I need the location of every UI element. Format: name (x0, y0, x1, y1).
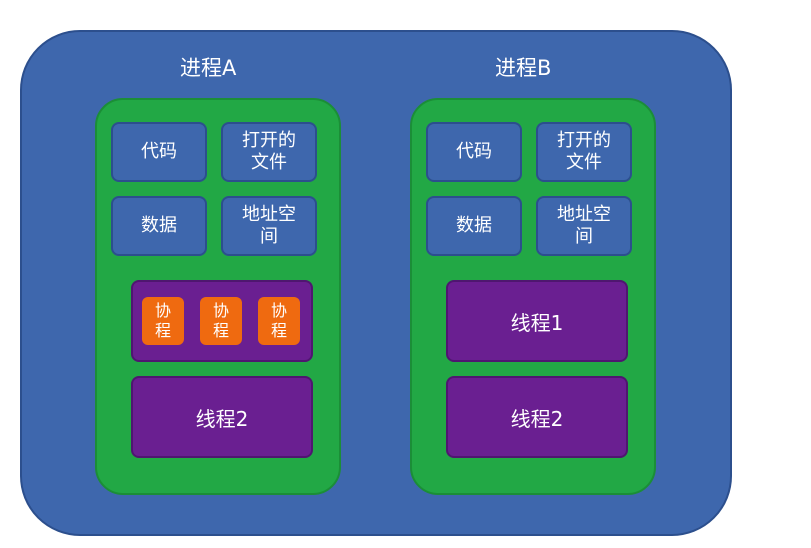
process-b: 代码 打开的文件 数据 地址空间 线程1 线程2 (410, 98, 656, 495)
coroutine-3: 协程 (258, 297, 300, 345)
process-b-address-space: 地址空间 (536, 196, 632, 256)
process-a-code: 代码 (111, 122, 207, 182)
coroutine-1: 协程 (142, 297, 184, 345)
process-a-thread-2: 线程2 (131, 376, 313, 458)
process-b-data: 数据 (426, 196, 522, 256)
process-a-open-files: 打开的文件 (221, 122, 317, 182)
process-b-title: 进程B (495, 56, 552, 80)
process-a-address-space: 地址空间 (221, 196, 317, 256)
process-b-thread-2: 线程2 (446, 376, 628, 458)
coroutine-2: 协程 (200, 297, 242, 345)
process-a-thread-1-with-coroutines: 协程 协程 协程 (131, 280, 313, 362)
process-a-data: 数据 (111, 196, 207, 256)
process-b-code: 代码 (426, 122, 522, 182)
process-b-thread-1: 线程1 (446, 280, 628, 362)
process-a-title: 进程A (180, 56, 237, 80)
process-b-open-files: 打开的文件 (536, 122, 632, 182)
process-a: 代码 打开的文件 数据 地址空间 协程 协程 协程 线程2 (95, 98, 341, 495)
